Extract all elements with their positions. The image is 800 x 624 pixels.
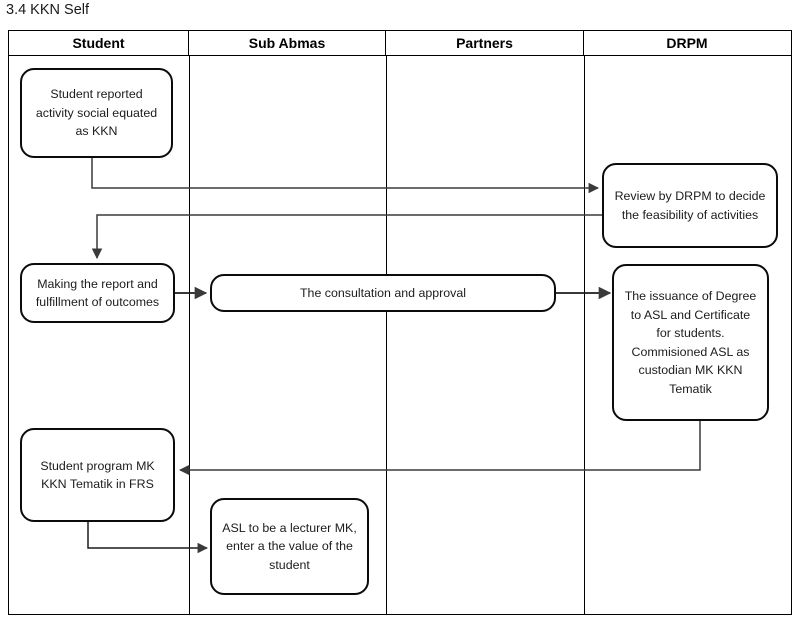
- node-review-by-drpm[interactable]: Review by DRPM to decide the feasibility…: [602, 163, 778, 248]
- lane-header-sub-abmas-label: Sub Abmas: [248, 35, 326, 51]
- node-student-reported-label: Student reported activity social equated…: [35, 87, 158, 139]
- node-consultation-approval-label: The consultation and approval: [299, 285, 466, 300]
- page-title: 3.4 KKN Self: [6, 2, 90, 18]
- node-asl-lecturer-label: ASL to be a lecturer MK, enter a the val…: [222, 520, 357, 572]
- lane-header-student-label: Student: [72, 35, 125, 51]
- node-issuance-of-degree-label: The issuance of Degree to ASL and Certif…: [624, 289, 757, 396]
- swimlane-table: Student Sub Abmas Partners DRPM: [8, 30, 792, 615]
- node-consultation-approval[interactable]: The consultation and approval: [210, 274, 556, 312]
- lane-header-partners-label: Partners: [456, 35, 513, 51]
- lane-header-sub-abmas: Sub Abmas: [189, 31, 386, 55]
- lane-header-drpm: DRPM: [584, 31, 790, 55]
- node-student-program-frs[interactable]: Student program MK KKN Tematik in FRS: [20, 428, 175, 522]
- node-making-the-report[interactable]: Making the report and fulfillment of out…: [20, 263, 175, 323]
- lane-divider-subabmas-partners: [386, 56, 387, 614]
- node-student-reported[interactable]: Student reported activity social equated…: [20, 68, 173, 158]
- lane-header-partners: Partners: [386, 31, 584, 55]
- lane-header-student: Student: [9, 31, 189, 55]
- swimlane-header-row: Student Sub Abmas Partners DRPM: [9, 31, 791, 56]
- node-student-program-frs-label: Student program MK KKN Tematik in FRS: [40, 458, 155, 492]
- node-making-the-report-label: Making the report and fulfillment of out…: [35, 276, 160, 310]
- node-review-by-drpm-label: Review by DRPM to decide the feasibility…: [614, 189, 766, 222]
- lane-divider-partners-drpm: [584, 56, 585, 614]
- lane-divider-student-subabmas: [189, 56, 190, 614]
- node-issuance-of-degree[interactable]: The issuance of Degree to ASL and Certif…: [612, 264, 769, 421]
- lane-header-drpm-label: DRPM: [666, 35, 708, 51]
- node-asl-lecturer[interactable]: ASL to be a lecturer MK, enter a the val…: [210, 498, 369, 595]
